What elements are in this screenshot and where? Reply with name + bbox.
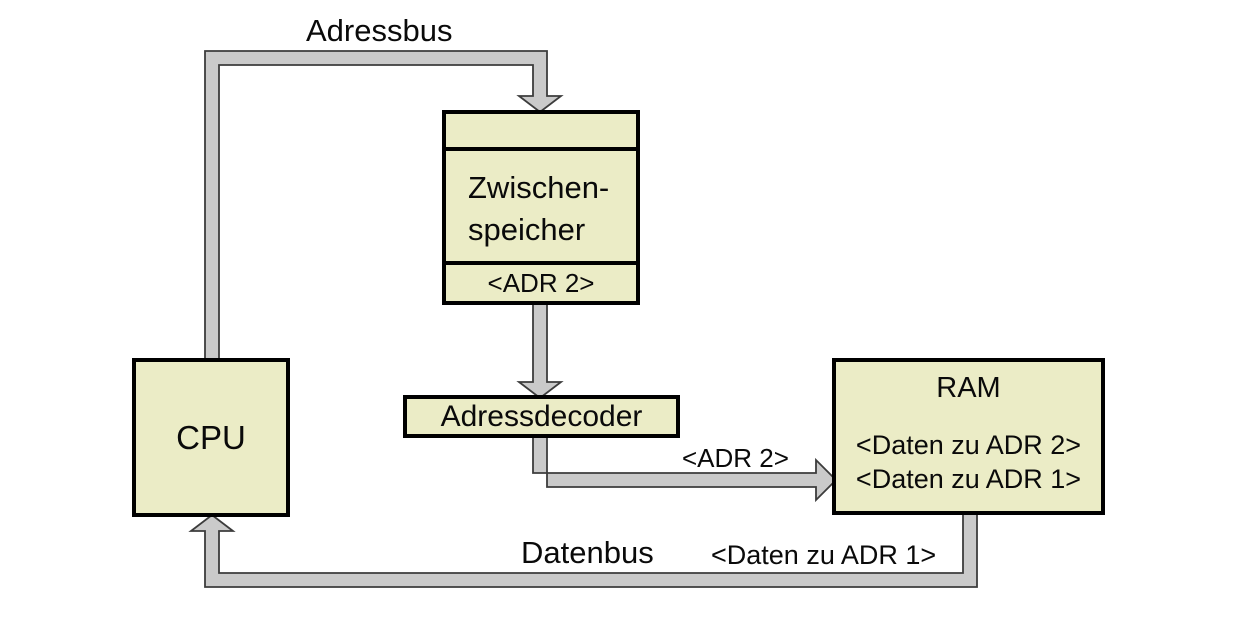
- ram-box: RAM <Daten zu ADR 2> <Daten zu ADR 1>: [832, 358, 1105, 515]
- ram-title: RAM: [936, 372, 1001, 404]
- ram-data-row-adr2: <Daten zu ADR 2>: [855, 430, 1082, 460]
- zwischenspeicher-empty-compartment: [446, 114, 636, 151]
- zwischenspeicher-address-value: <ADR 2>: [487, 267, 595, 298]
- cpu-box: CPU: [132, 358, 290, 517]
- adressdecoder-box: Adressdecoder: [403, 395, 680, 438]
- buffer-to-decoder-line: [516, 300, 564, 400]
- zwischenspeicher-label-line2: speicher: [468, 212, 586, 247]
- zwischenspeicher-address-compartment: <ADR 2>: [446, 265, 636, 301]
- adressbus-label: Adressbus: [306, 13, 453, 48]
- ram-data-row-adr1: <Daten zu ADR 1>: [855, 464, 1082, 494]
- zwischenspeicher-box: Zwischen- speicher <ADR 2>: [442, 110, 640, 305]
- adressdecoder-label: Adressdecoder: [440, 399, 643, 433]
- cpu-label: CPU: [176, 418, 246, 456]
- datenbus-payload-label: <Daten zu ADR 1>: [711, 540, 937, 570]
- zwischenspeicher-label-line1: Zwischen-: [468, 170, 610, 205]
- adr2-bus-label: <ADR 2>: [682, 443, 789, 473]
- decoder-to-ram-line: [532, 433, 838, 503]
- adressbus-line: [204, 50, 564, 363]
- zwischenspeicher-name-compartment: Zwischen- speicher: [446, 151, 636, 265]
- datenbus-label: Datenbus: [521, 535, 654, 570]
- datenbus-line: [188, 510, 978, 588]
